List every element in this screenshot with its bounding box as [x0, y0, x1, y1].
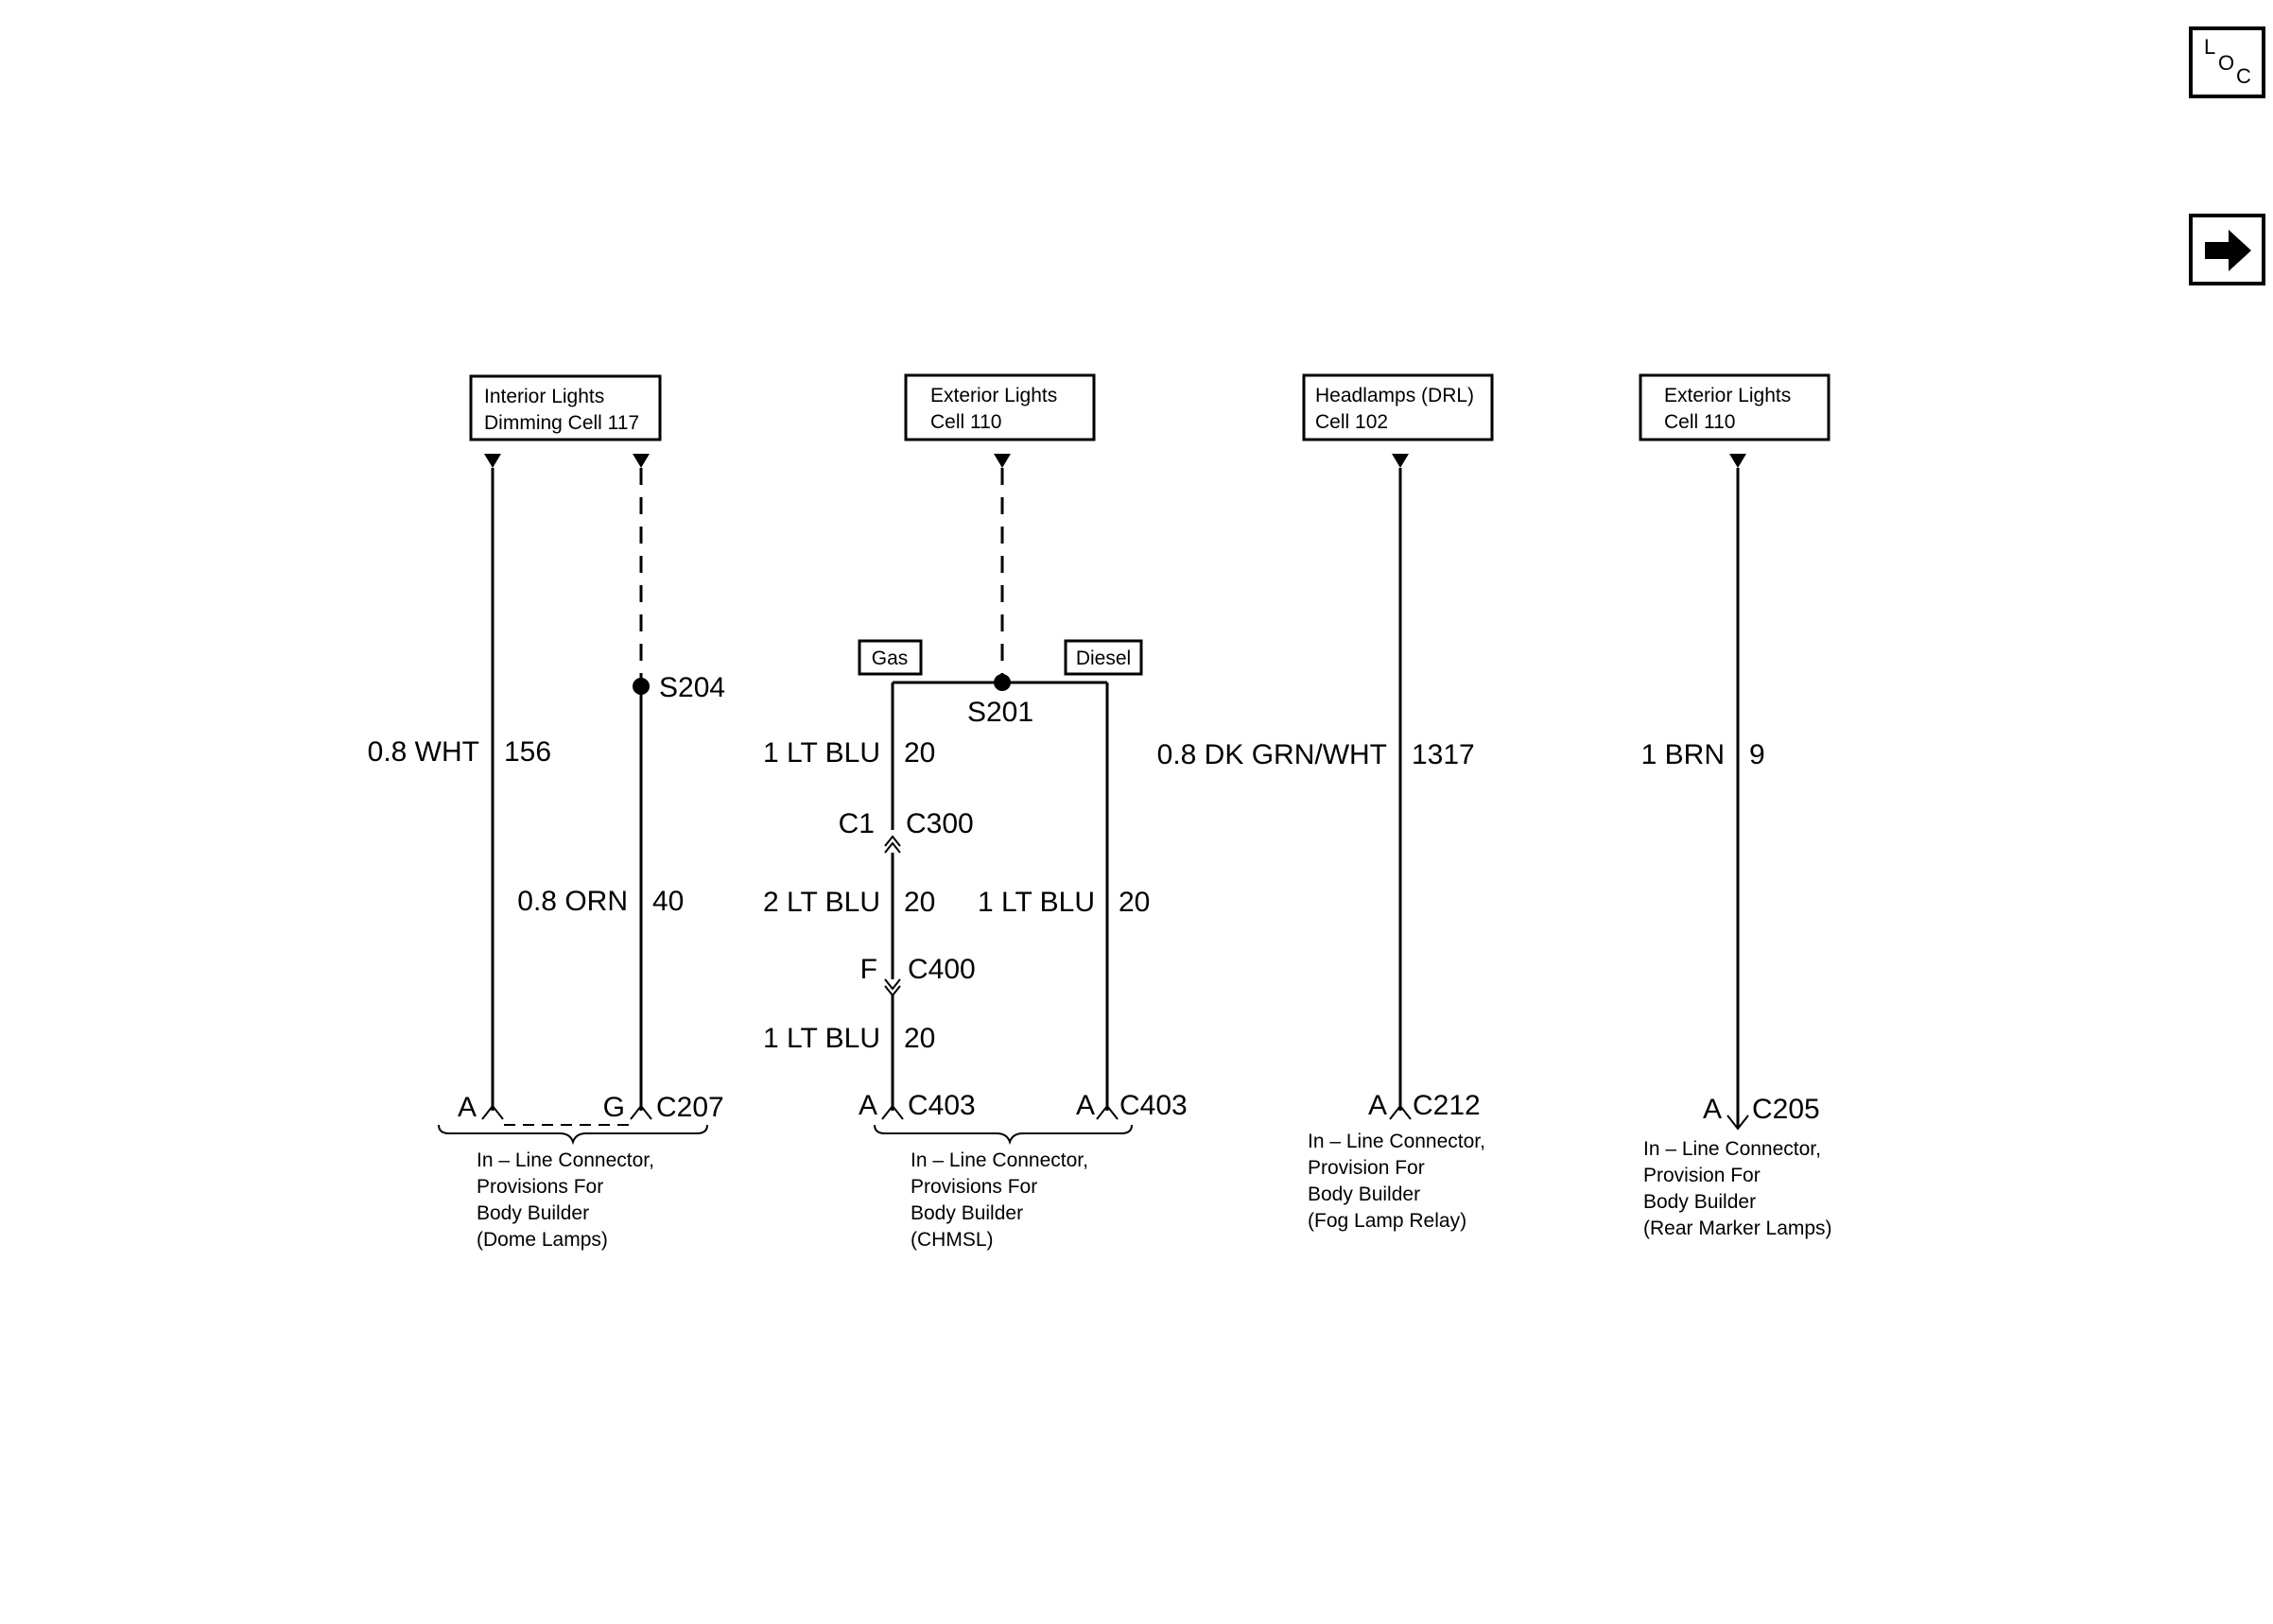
- svg-text:Body Builder: Body Builder: [1308, 1183, 1420, 1205]
- svg-text:(Dome Lamps): (Dome Lamps): [477, 1229, 608, 1251]
- svg-text:In – Line Connector,: In – Line Connector,: [1308, 1131, 1485, 1152]
- wire-color-label: 0.8 DK GRN/WHT: [1157, 739, 1387, 770]
- splice-label: S204: [659, 672, 725, 703]
- wire-color-label: 1 BRN: [1641, 739, 1725, 770]
- loc-icon: L O C: [2204, 35, 2251, 88]
- component-label: Cell 102: [1315, 411, 1388, 433]
- svg-text:In – Line Connector,: In – Line Connector,: [911, 1149, 1088, 1171]
- terminal-arrow: [633, 454, 650, 468]
- female-terminal: [884, 841, 901, 854]
- component-label: Interior Lights: [484, 386, 604, 407]
- svg-text:(Fog Lamp Relay): (Fog Lamp Relay): [1308, 1210, 1466, 1232]
- connector-note: In – Line Connector, Provision For Body …: [1308, 1131, 1485, 1232]
- splice-label: S201: [967, 697, 1033, 728]
- connector-note: In – Line Connector, Provision For Body …: [1643, 1138, 1832, 1239]
- circuit-rear-marker: Exterior Lights Cell 110 1 BRN 9 A C205 …: [1639, 373, 1832, 1239]
- circuit-headlamps-drl: Headlamps (DRL) Cell 102 0.8 DK GRN/WHT …: [1157, 373, 1494, 1232]
- option-label: Diesel: [1076, 648, 1131, 669]
- pin-label: F: [860, 954, 877, 985]
- circuit-number-label: 1317: [1412, 739, 1475, 770]
- circuit-exterior-chmsl: Exterior Lights Cell 110 S201 Gas Diesel…: [763, 373, 1188, 1251]
- wire-color-label: 2 LT BLU: [763, 887, 880, 918]
- component-label: Cell 110: [1664, 411, 1736, 433]
- male-terminal: [884, 978, 901, 991]
- connector-label: C400: [908, 954, 976, 985]
- svg-text:Provisions For: Provisions For: [911, 1176, 1037, 1198]
- connector-note: In – Line Connector, Provisions For Body…: [911, 1149, 1088, 1251]
- component-label: Exterior Lights: [930, 385, 1057, 406]
- svg-text:Provisions For: Provisions For: [477, 1176, 603, 1198]
- component-box: [1302, 373, 1494, 441]
- pin-label: C1: [839, 808, 875, 839]
- svg-text:In – Line Connector,: In – Line Connector,: [1643, 1138, 1821, 1160]
- female-terminal: [630, 1104, 652, 1120]
- circuit-number-label: 156: [504, 736, 551, 768]
- circuit-number-label: 20: [904, 1023, 935, 1054]
- next-page-button[interactable]: [2189, 214, 2265, 285]
- wire-color-label: 0.8 ORN: [517, 886, 628, 917]
- terminal-arrow: [1392, 454, 1409, 468]
- pin-label: A: [859, 1090, 877, 1121]
- component-label: Dimming Cell 117: [484, 412, 639, 434]
- circuit-number-label: 20: [904, 887, 935, 918]
- option-box-gas: [858, 639, 923, 676]
- circuit-number-label: 20: [904, 737, 935, 769]
- right-arrow-icon: [2205, 230, 2251, 271]
- wire-color-label: 0.8 WHT: [368, 736, 479, 768]
- component-box: [469, 374, 662, 441]
- component-box: [1639, 373, 1831, 441]
- component-label: Cell 110: [930, 411, 1002, 433]
- wire-color-label: 1 LT BLU: [763, 737, 880, 769]
- female-terminal: [884, 835, 901, 847]
- connector-note: In – Line Connector, Provisions For Body…: [477, 1149, 654, 1251]
- svg-text:Body Builder: Body Builder: [911, 1202, 1023, 1224]
- wire-color-label: 1 LT BLU: [763, 1023, 880, 1054]
- female-terminal: [1389, 1104, 1412, 1120]
- pin-label: A: [1703, 1094, 1722, 1125]
- female-terminal: [1096, 1104, 1119, 1120]
- connector-label: C207: [656, 1092, 724, 1123]
- bracket: [438, 1124, 708, 1146]
- svg-text:O: O: [2218, 51, 2234, 75]
- svg-text:(CHMSL): (CHMSL): [911, 1229, 994, 1251]
- option-label: Gas: [872, 648, 909, 669]
- connector-label: C212: [1413, 1090, 1481, 1121]
- option-box-diesel: [1064, 639, 1143, 676]
- pin-label: A: [458, 1092, 477, 1123]
- svg-text:Provision For: Provision For: [1308, 1157, 1425, 1179]
- svg-text:Body Builder: Body Builder: [1643, 1191, 1756, 1213]
- svg-text:(Rear Marker Lamps): (Rear Marker Lamps): [1643, 1218, 1832, 1239]
- svg-text:C: C: [2236, 64, 2251, 88]
- splice-dot: [633, 678, 650, 695]
- circuit-number-label: 9: [1749, 739, 1765, 770]
- connector-label: C300: [906, 808, 974, 839]
- connector-label: C403: [1119, 1090, 1188, 1121]
- pin-label: A: [1076, 1090, 1095, 1121]
- connector-label: C205: [1752, 1094, 1820, 1125]
- component-label: Headlamps (DRL): [1315, 385, 1474, 406]
- circuit-number-label: 20: [1119, 887, 1150, 918]
- circuit-interior-dimming: Interior Lights Dimming Cell 117 0.8 WHT…: [368, 374, 725, 1251]
- male-terminal: [1726, 1114, 1749, 1131]
- pin-label: G: [603, 1092, 625, 1123]
- svg-text:Body Builder: Body Builder: [477, 1202, 589, 1224]
- component-label: Exterior Lights: [1664, 385, 1791, 406]
- terminal-arrow: [1729, 454, 1746, 468]
- component-box: [904, 373, 1096, 441]
- bracket: [874, 1124, 1133, 1146]
- connector-label: C403: [908, 1090, 976, 1121]
- circuit-number-label: 40: [652, 886, 684, 917]
- wire-color-label: 1 LT BLU: [978, 887, 1095, 918]
- terminal-arrow: [994, 454, 1011, 468]
- loc-button[interactable]: L O C: [2189, 26, 2265, 98]
- svg-text:L: L: [2204, 35, 2215, 59]
- female-terminal: [481, 1104, 504, 1120]
- svg-text:Provision For: Provision For: [1643, 1165, 1761, 1186]
- pin-label: A: [1368, 1090, 1387, 1121]
- svg-text:In – Line Connector,: In – Line Connector,: [477, 1149, 654, 1171]
- female-terminal: [881, 1104, 904, 1120]
- terminal-arrow: [484, 454, 501, 468]
